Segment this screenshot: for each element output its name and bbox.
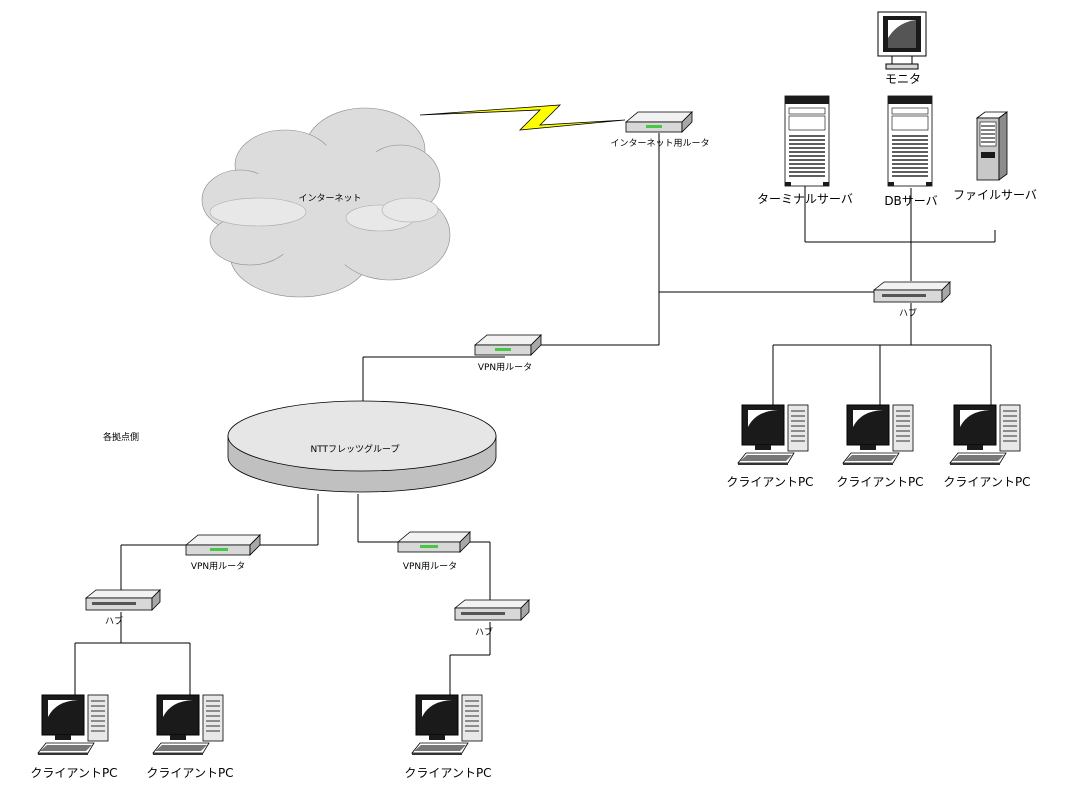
- hub-right-icon: [453, 599, 530, 621]
- client-pc-icon-3: [949, 404, 1021, 466]
- client-pc-icon-4: [37, 694, 109, 756]
- hub-main-label: ハブ: [898, 309, 918, 319]
- hub-left-icon: [84, 589, 161, 611]
- client-pc-icon-1: [737, 404, 809, 466]
- client-pc-label-1: クライアントPC: [726, 475, 814, 489]
- vpn-router-left-icon: [184, 534, 261, 556]
- internet-router-icon: [625, 111, 693, 133]
- client-pc-label-6: クライアントPC: [404, 766, 492, 780]
- vpn-router-right-label: VPN用ルータ: [402, 562, 458, 572]
- terminal-server-icon: [784, 95, 830, 187]
- vpn-router-right-icon: [396, 531, 471, 553]
- wireless-link-bolt: [419, 104, 626, 131]
- client-pc-icon-5: [152, 694, 224, 756]
- client-pc-label-2: クライアントPC: [836, 475, 924, 489]
- internet-cloud: [201, 107, 451, 298]
- hub-right-label: ハブ: [474, 628, 494, 638]
- internet-router-label: インターネット用ルータ: [610, 139, 710, 149]
- client-pc-icon-6: [411, 694, 483, 756]
- db-server-label: DBサーバ: [884, 194, 938, 208]
- file-server-icon: [975, 111, 1009, 181]
- hub-left-label: ハブ: [104, 617, 124, 627]
- internet-label: インターネット: [298, 194, 362, 204]
- db-server-icon: [887, 95, 933, 187]
- hub-main-icon: [872, 281, 951, 303]
- connection-lines: [74, 133, 996, 695]
- client-pc-icon-2: [842, 404, 914, 466]
- vpn-router-left-label: VPN用ルータ: [190, 562, 246, 572]
- branch-side-label: 各拠点側: [103, 433, 140, 443]
- ntt-flets-network-cylinder: [227, 400, 497, 493]
- terminal-server-label: ターミナルサーバ: [757, 192, 853, 206]
- monitor-label: モニタ: [884, 72, 922, 86]
- vpn-router-main-label: VPN用ルータ: [477, 363, 533, 373]
- file-server-label: ファイルサーバ: [953, 188, 1037, 202]
- cloud-inner-shapes: [209, 197, 439, 232]
- client-pc-label-5: クライアントPC: [146, 766, 234, 780]
- client-pc-label-3: クライアントPC: [943, 475, 1031, 489]
- ntt-flets-label: NTTフレッツグループ: [310, 445, 400, 455]
- client-pc-label-4: クライアントPC: [30, 766, 118, 780]
- monitor-icon: [877, 11, 927, 70]
- vpn-router-main-icon: [474, 334, 542, 356]
